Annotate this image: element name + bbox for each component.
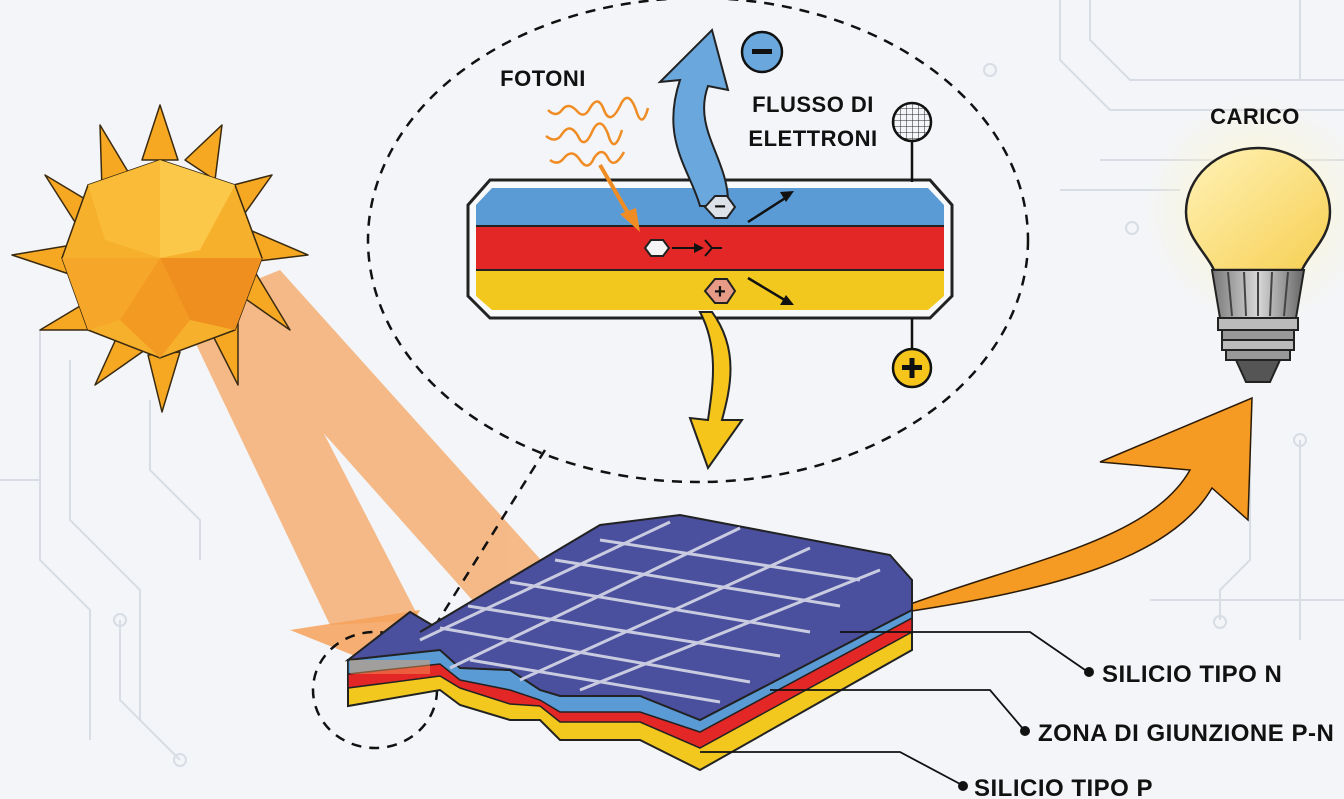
hole-sign: + bbox=[714, 281, 726, 303]
circuit-background bbox=[0, 0, 1344, 767]
n-type-dot bbox=[1084, 667, 1094, 677]
p-type-dot bbox=[958, 781, 968, 791]
solar-panel bbox=[344, 513, 913, 772]
grid-contact-icon bbox=[891, 101, 933, 182]
electron-hole-generation: − + bbox=[643, 191, 794, 305]
junction-dot bbox=[1020, 726, 1030, 736]
electron-particle bbox=[703, 195, 737, 219]
n-type-label: SILICIO TIPO N bbox=[1102, 661, 1282, 688]
electron-flow-label-line2: ELETTRONI bbox=[748, 126, 877, 151]
current-arrow bbox=[904, 396, 1253, 613]
photon-arrowhead bbox=[620, 208, 640, 232]
photon-arrow bbox=[598, 163, 634, 222]
hole-flow-arrow bbox=[688, 311, 744, 471]
load-label: CARICO bbox=[1210, 104, 1300, 129]
electron-sign: − bbox=[714, 196, 726, 218]
electron-flow-label-line1: FLUSSO DI bbox=[752, 92, 874, 117]
neutral-particle bbox=[643, 239, 671, 257]
photon-wave-icon bbox=[545, 96, 650, 167]
electron-flow-arrow bbox=[657, 28, 730, 207]
layer-leader-lines bbox=[700, 631, 1089, 786]
sun-icon bbox=[11, 104, 309, 413]
p-type-label: SILICIO TIPO P bbox=[974, 775, 1153, 799]
light-bulb-icon bbox=[1143, 95, 1344, 383]
minus-terminal-icon bbox=[740, 30, 784, 74]
plus-terminal-icon bbox=[891, 318, 933, 389]
hole-particle bbox=[703, 278, 737, 304]
junction-label: ZONA DI GIUNZIONE P-N bbox=[1038, 720, 1334, 747]
cell-cross-section bbox=[466, 178, 954, 320]
photons-label: FOTONI bbox=[500, 66, 586, 91]
